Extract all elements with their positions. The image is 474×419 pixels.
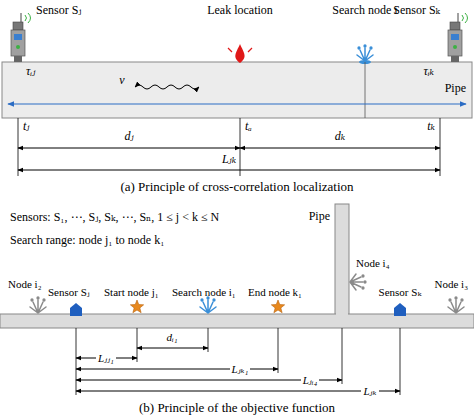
- subfigure-caption: (a) Principle of cross-correlation local…: [120, 180, 353, 195]
- node-label: Search node i₁: [172, 286, 236, 299]
- length-symbol: Lⱼᵢ₄: [301, 374, 320, 387]
- distance-symbol: dⱼ: [124, 130, 133, 144]
- node-label: Node i₄: [356, 257, 389, 270]
- length-symbol: Lⱼₖ: [222, 153, 236, 167]
- sensor-label: Sensor Sₖ: [393, 4, 440, 18]
- distance-symbol: dₖ: [335, 130, 345, 144]
- sensor-label: Sensor Sⱼ: [48, 286, 90, 299]
- speed-symbol: v: [119, 74, 124, 88]
- subfigure-caption: (b) Principle of the objective function: [139, 401, 335, 416]
- note-text: Search range: node j₁ to node k₁: [10, 234, 164, 248]
- time-symbol: tⱼ: [23, 120, 30, 134]
- sensor-label: Sensor Sₖ: [379, 286, 422, 299]
- node-label: Node i₃: [435, 278, 468, 291]
- delay-symbol: τᵢₖ: [423, 65, 434, 79]
- time-symbol: tₐ: [245, 120, 252, 134]
- pipe-label: Pipe: [309, 210, 330, 224]
- node-label: Start node j₁: [104, 286, 159, 299]
- length-symbol: Lⱼⱼ₁: [96, 352, 116, 365]
- length-symbol: Lⱼₖ: [361, 385, 378, 398]
- distance-symbol: dᵢ₁: [166, 331, 177, 344]
- node-label: End node k₁: [248, 286, 302, 299]
- delay-symbol: τᵢⱼ: [26, 65, 35, 79]
- time-symbol: tₖ: [427, 120, 435, 134]
- search-node-label: Search node i: [332, 4, 397, 18]
- note-text: Sensors: S₁, ⋯, Sⱼ, Sₖ, ⋯, Sₙ, 1 ≤ j < k…: [10, 211, 219, 225]
- sensor-label: Sensor Sⱼ: [36, 4, 82, 18]
- pipe-label: Pipe: [445, 82, 466, 96]
- leak-label: Leak location: [207, 4, 273, 18]
- node-label: Node i₂: [8, 278, 41, 291]
- length-symbol: Lⱼₖ₁: [230, 363, 251, 376]
